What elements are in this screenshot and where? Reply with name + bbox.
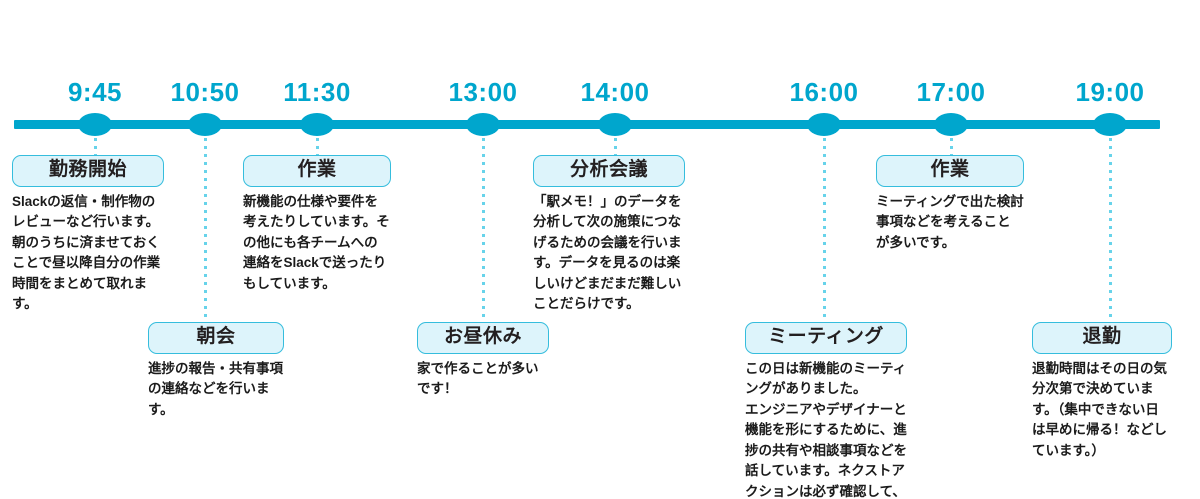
- event-label-n3[interactable]: 作業: [243, 155, 391, 187]
- time-label-n7: 17:00: [916, 77, 986, 107]
- event-label-n8[interactable]: 退勤: [1032, 322, 1172, 354]
- time-label-n3: 11:30: [283, 77, 351, 107]
- timeline-dot-n2[interactable]: [188, 113, 222, 136]
- timeline-dot-n4[interactable]: [466, 113, 500, 136]
- time-label-n6: 16:00: [789, 77, 859, 107]
- event-label-n1[interactable]: 勤務開始: [12, 155, 164, 187]
- event-card-n2: 朝会進捗の報告・共有事項の連絡などを行います。: [148, 322, 284, 420]
- event-label-n7[interactable]: 作業: [876, 155, 1024, 187]
- event-description-n2: 進捗の報告・共有事項の連絡などを行います。: [148, 360, 283, 417]
- timeline-connector-n4: [481, 130, 485, 322]
- event-card-n1: 勤務開始 Slackの返信・制作物のレビューなど行います。朝のうちに済ませておくこ…: [12, 155, 164, 315]
- event-label-n6[interactable]: ミーティング: [745, 322, 907, 354]
- event-card-n3: 作業新機能の仕様や要件を考えたりしています。その他にも各チームへの連絡をSlac…: [243, 155, 391, 294]
- event-card-n8: 退勤退勤時間はその日の気分次第で決めています。（集中できない日は早めに帰る！など…: [1032, 322, 1172, 461]
- event-label-n2[interactable]: 朝会: [148, 322, 284, 354]
- timeline-connector-n5: [613, 130, 617, 155]
- event-card-n4: お昼休み家で作ることが多いです！: [417, 322, 549, 400]
- event-description-n8: 退勤時間はその日の気分次第で決めています。（集中できない日は早めに帰る！などして…: [1032, 360, 1167, 458]
- timeline-dot-n5[interactable]: [598, 113, 632, 136]
- timeline-connector-n3: [315, 130, 319, 155]
- event-label-n4[interactable]: お昼休み: [417, 322, 549, 354]
- event-label-n5[interactable]: 分析会議: [533, 155, 685, 187]
- event-description-n6: この日は新機能のミーティングがありました。 エンジニアやデザイナーと機能を形にす…: [745, 360, 907, 499]
- event-description-n4: 家で作ることが多いです！: [417, 360, 539, 397]
- time-label-n2: 10:50: [170, 77, 240, 107]
- time-label-n1: 9:45: [67, 77, 123, 107]
- event-description-n3: 新機能の仕様や要件を考えたりしています。その他にも各チームへの連絡をSlackで…: [243, 193, 390, 291]
- timeline-connector-n2: [203, 130, 207, 322]
- timeline-dot-n6[interactable]: [807, 113, 841, 136]
- timeline-dot-n3[interactable]: [300, 113, 334, 136]
- event-description-n5: 「駅メモ！」のデータを分析して次の施策につなげるための会議を行います。データを見…: [533, 193, 682, 312]
- time-label-n4: 13:00: [448, 77, 518, 107]
- timeline-axis-bar: [14, 120, 1160, 129]
- time-label-n5: 14:00: [580, 77, 650, 107]
- timeline-dot-n8[interactable]: [1093, 113, 1127, 136]
- event-card-n7: 作業ミーティングで出た検討事項などを考えることが多いです。: [876, 155, 1024, 253]
- event-card-n5: 分析会議「駅メモ！」のデータを分析して次の施策につなげるための会議を行います。デ…: [533, 155, 685, 315]
- event-description-n1: Slackの返信・制作物のレビューなど行います。朝のうちに済ませておくことで昼以…: [12, 193, 161, 312]
- timeline-connector-n8: [1108, 130, 1112, 322]
- time-label-n8: 19:00: [1075, 77, 1145, 107]
- timeline-dot-n7[interactable]: [934, 113, 968, 136]
- timeline-connector-n1: [93, 130, 97, 155]
- timeline-connector-n6: [822, 130, 826, 322]
- timeline-dot-n1[interactable]: [78, 113, 112, 136]
- timeline-connector-n7: [949, 130, 953, 155]
- event-description-n7: ミーティングで出た検討事項などを考えることが多いです。: [876, 193, 1024, 250]
- event-card-n6: ミーティングこの日は新機能のミーティングがありました。 エンジニアやデザイナーと…: [745, 322, 907, 499]
